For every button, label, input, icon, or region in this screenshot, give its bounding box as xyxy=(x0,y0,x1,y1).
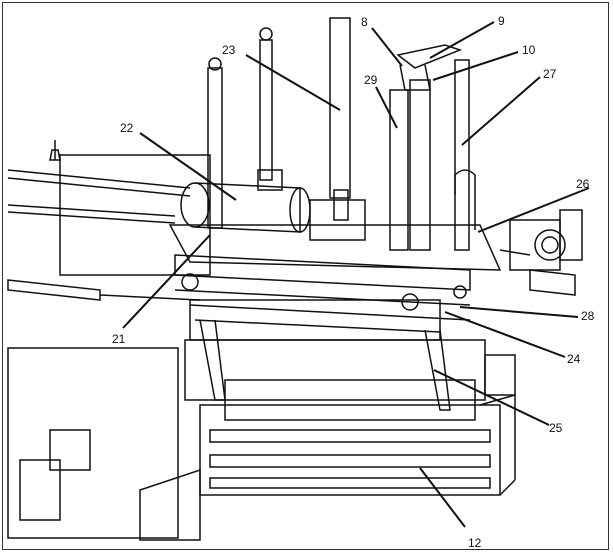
callout-10: 10 xyxy=(522,43,536,57)
callout-25: 25 xyxy=(549,421,563,435)
machine-drawing xyxy=(7,17,583,541)
leader-lines xyxy=(122,21,590,528)
callout-12: 12 xyxy=(468,536,482,550)
callout-28: 28 xyxy=(581,309,595,323)
callout-21: 21 xyxy=(112,332,126,346)
callout-24: 24 xyxy=(567,352,581,366)
callout-29: 29 xyxy=(364,73,378,87)
callout-9: 9 xyxy=(498,14,505,28)
callout-26: 26 xyxy=(576,177,590,191)
callout-23: 23 xyxy=(222,43,236,57)
callout-labels: 8 9 10 27 23 29 22 26 21 28 24 25 12 xyxy=(112,14,595,550)
callout-8: 8 xyxy=(361,15,368,29)
callout-27: 27 xyxy=(543,67,557,81)
callout-22: 22 xyxy=(120,121,134,135)
figure-frame xyxy=(2,2,609,550)
